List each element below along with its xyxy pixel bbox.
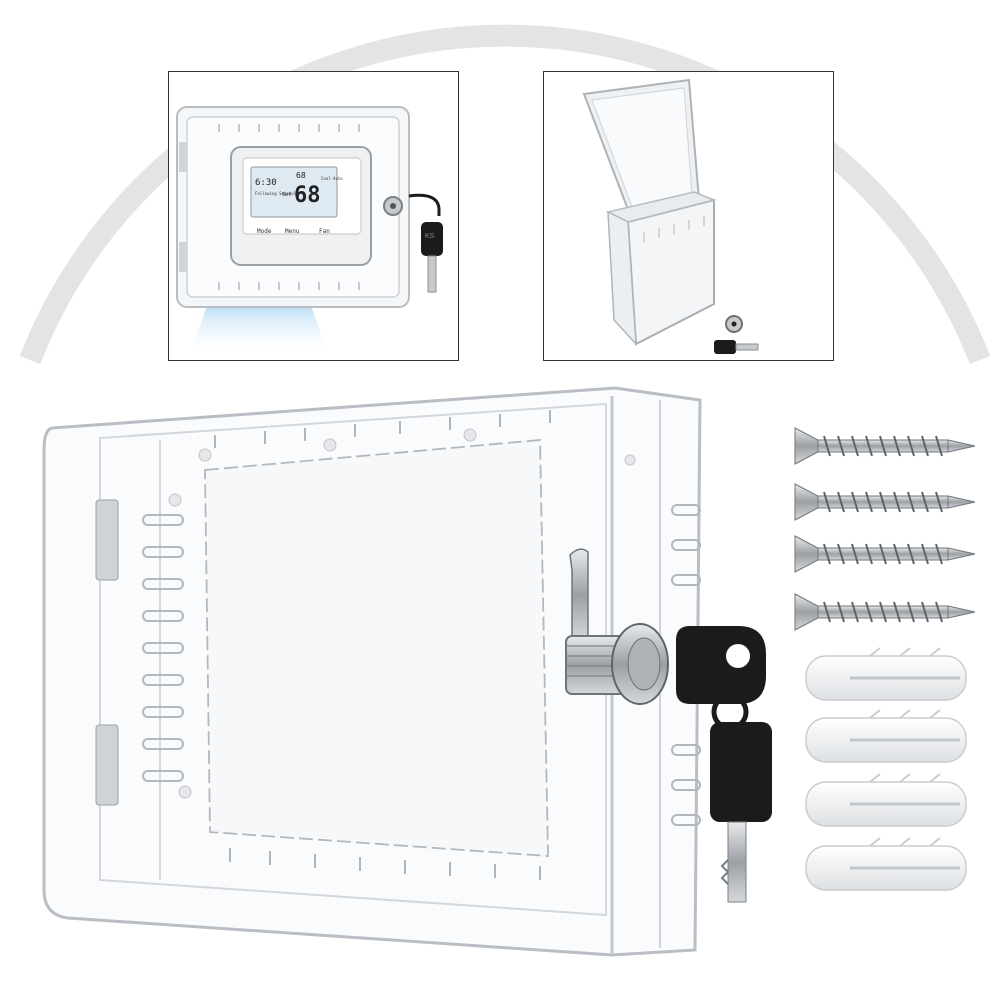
thermostat-installed-panel: 6:30 68 68 Set Following Schedule Cool A… — [168, 71, 459, 361]
screw-1 — [794, 427, 976, 465]
lcd-temp-big: 68 — [294, 183, 321, 208]
wall-anchors — [805, 647, 967, 891]
lcd-status-right: Cool Auto — [321, 176, 343, 181]
screw-3 — [794, 535, 976, 573]
anchor-1 — [805, 647, 967, 701]
guard-open-panel — [543, 71, 834, 361]
key-head — [714, 340, 736, 354]
thermostat-guard-illustration: 6:30 68 68 Set Following Schedule Cool A… — [176, 106, 443, 357]
thermostat-button-fan: Fan — [319, 228, 330, 235]
anchor-4 — [805, 837, 967, 891]
lcd-time: 6:30 — [255, 178, 277, 188]
lcd-temp-small: 68 — [296, 171, 306, 180]
thermostat-button-menu: Menu — [285, 228, 300, 235]
open-guard-illustration — [582, 78, 759, 354]
key-ring — [408, 193, 441, 216]
screw-2 — [794, 483, 976, 521]
cam-lock — [565, 548, 669, 705]
anchor-3 — [805, 773, 967, 827]
key-stamp: KS — [425, 233, 435, 240]
key-in-lock — [676, 626, 766, 704]
screw-4 — [794, 593, 976, 631]
thermostat-button-mode: Mode — [257, 228, 272, 235]
anchor-2 — [805, 709, 967, 763]
lcd-status-left: Following Schedule — [255, 191, 299, 196]
airflow-effect — [189, 300, 329, 357]
acrylic-guard-box — [42, 386, 702, 957]
thermostat-lcd — [250, 166, 338, 218]
screws — [794, 427, 976, 631]
lcd-set-label: Set — [282, 192, 291, 198]
hanging-key — [710, 693, 772, 903]
key-head — [421, 222, 443, 256]
